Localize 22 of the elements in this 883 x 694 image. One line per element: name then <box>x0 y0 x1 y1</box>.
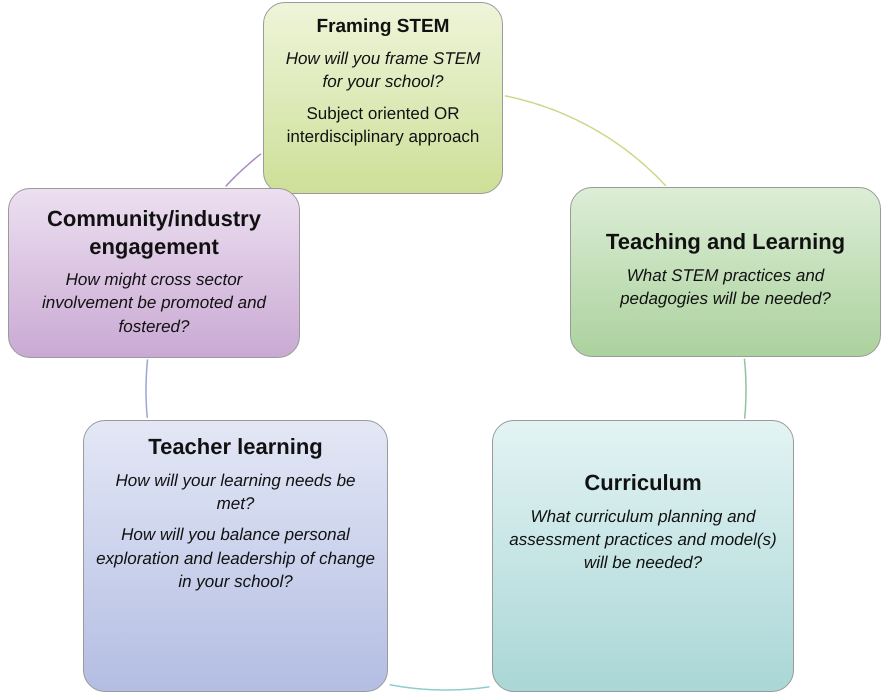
rounded-box <box>83 420 388 692</box>
connector-arc <box>225 153 262 187</box>
connector-arc <box>145 359 148 418</box>
box-heading: Framing STEM <box>316 15 450 39</box>
connector-arc <box>504 95 666 186</box>
box-heading: Community/industry engagement <box>46 205 262 260</box>
guiding-question: How will you frame STEM for your school? <box>284 48 482 94</box>
guiding-question: How might cross sector involvement be promoted and fostered? <box>41 269 268 338</box>
guiding-question: What STEM practices and pedagogies will be needed? <box>618 264 832 310</box>
box-heading: Teacher learning <box>148 433 323 460</box>
box-heading: Teaching and Learning <box>606 228 846 256</box>
rounded-box <box>8 188 300 358</box>
rounded-box <box>263 2 503 194</box>
rounded-box <box>492 420 794 692</box>
box-note: How will you balance personal exploration and leadership of change in your school? <box>96 524 375 593</box>
connector-arc <box>744 358 747 419</box>
guiding-question: How will your learning needs be met? <box>114 470 357 515</box>
box-note: Subject oriented OR interdisciplinary approach <box>286 102 480 148</box>
rounded-box <box>570 187 881 357</box>
connector-arc <box>389 684 490 691</box>
guiding-question: What curriculum planning and assessment practices and model(s) will be needed? <box>508 506 778 574</box>
box-heading: Curriculum <box>584 469 702 496</box>
